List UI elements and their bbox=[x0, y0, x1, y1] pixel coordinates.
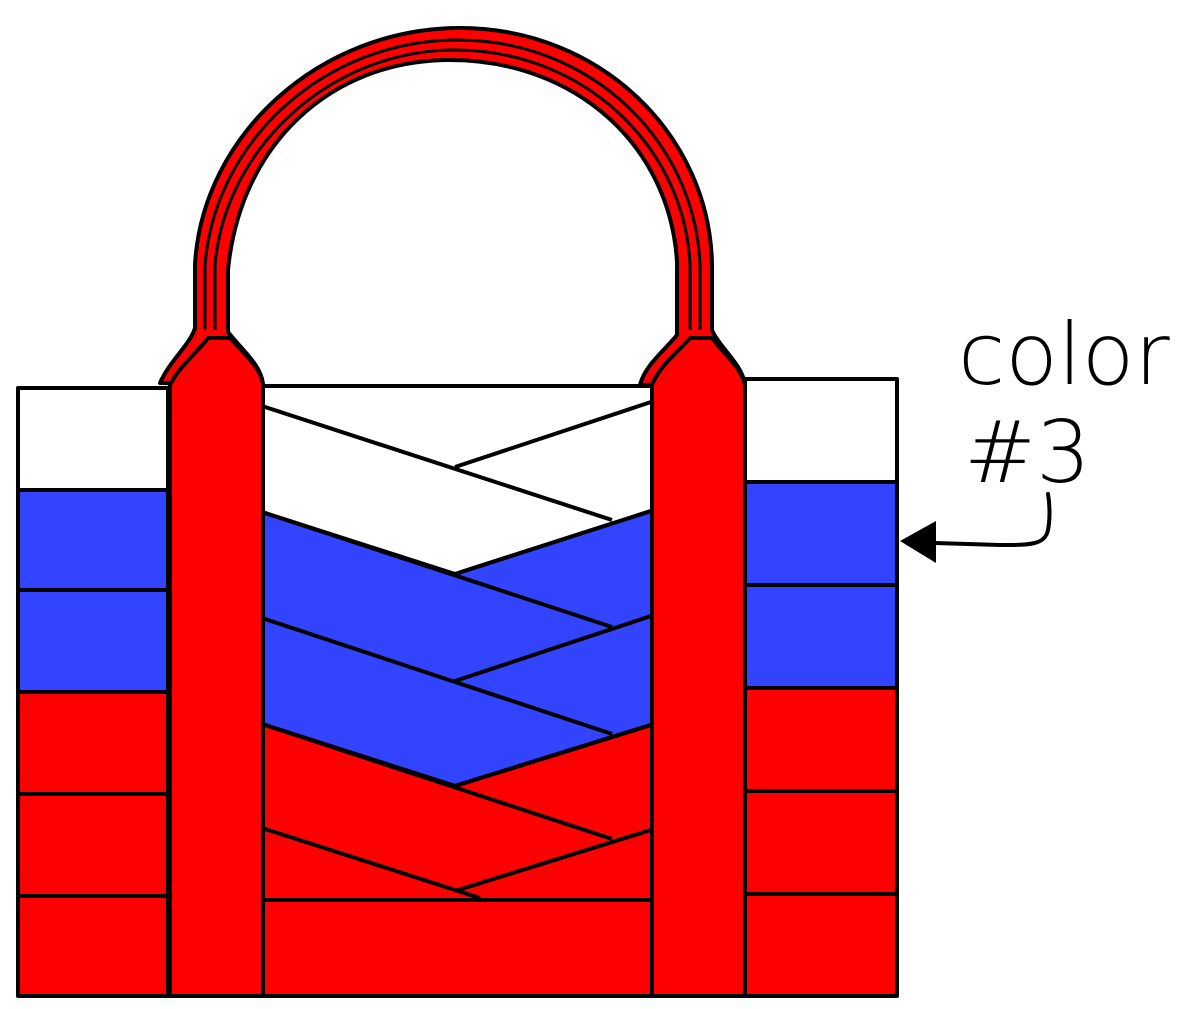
color-annotation: color #3 bbox=[958, 306, 1188, 502]
right-panel-stripes bbox=[743, 377, 899, 998]
right-strap bbox=[650, 336, 747, 998]
annotation-line-2: #3 bbox=[964, 403, 1091, 503]
left-strap bbox=[168, 336, 265, 998]
left-panel-stripes bbox=[16, 386, 170, 998]
annotation-line-1: color bbox=[958, 305, 1170, 405]
bag-handle bbox=[158, 26, 747, 387]
center-woven-panel bbox=[260, 384, 656, 998]
left-arrow-icon bbox=[900, 492, 1052, 563]
